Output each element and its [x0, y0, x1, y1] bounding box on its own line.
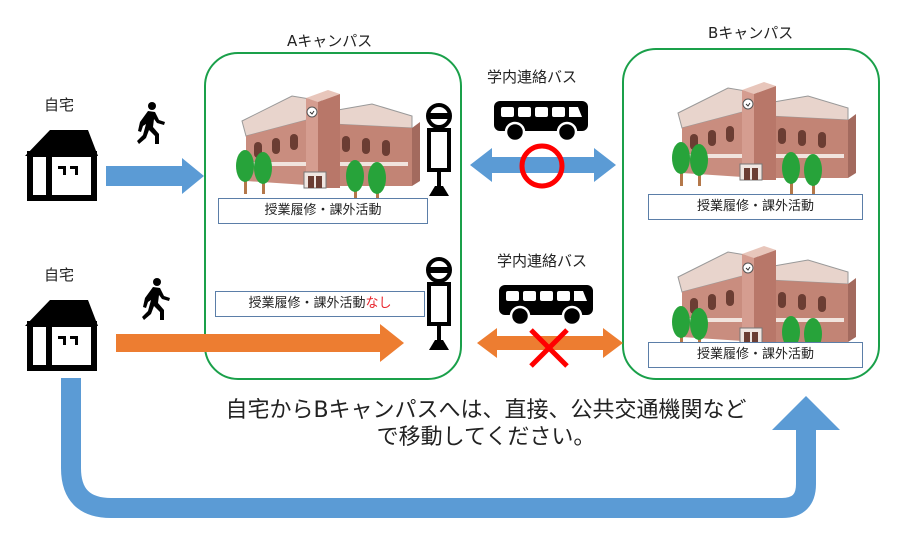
campus-building-icon — [671, 81, 857, 197]
campus-a-title: Aキャンパス — [287, 32, 373, 50]
campus-b-activity-box-top: 授業履修・課外活動 — [648, 194, 863, 220]
bus-icon — [492, 99, 590, 143]
bus-icon — [497, 283, 595, 327]
home-to-campus-a-arrow — [106, 158, 204, 194]
home-label-bottom: 自宅 — [44, 266, 75, 284]
shuttle-label-top: 学内連絡バス — [487, 68, 578, 86]
shuttle-two-way-arrow-unavailable — [477, 328, 623, 358]
home-label-top: 自宅 — [44, 96, 75, 114]
walking-person-icon — [137, 102, 165, 144]
campus-b-activity-box-bottom: 授業履修・課外活動 — [648, 342, 863, 368]
unavailable-cross-icon — [529, 328, 569, 368]
activity-none-text: なし — [365, 296, 392, 311]
campus-a-activity-none-box: 授業履修・課外活動なし — [215, 291, 425, 317]
walking-person-icon — [142, 278, 170, 320]
campus-b-title: Bキャンパス — [708, 24, 794, 42]
home-to-bus-stop-arrow — [116, 324, 404, 362]
shuttle-label-bottom: 学内連絡バス — [497, 252, 588, 270]
home-icon — [22, 126, 102, 198]
home-icon — [22, 296, 102, 368]
campus-building-icon — [235, 89, 421, 205]
available-circle-icon — [519, 143, 565, 189]
campus-a-area — [204, 52, 462, 380]
bus-stop-icon — [425, 103, 453, 198]
campus-b-area — [622, 48, 880, 380]
shuttle-two-way-arrow-available — [470, 148, 616, 182]
activity-text: 授業履修・課外活動 — [248, 296, 366, 311]
instruction-line-2: で移動してください。 — [376, 425, 596, 450]
instruction-line-1: 自宅からBキャンパスへは、直接、公共交通機関など — [225, 398, 747, 423]
campus-a-activity-box: 授業履修・課外活動 — [218, 198, 428, 224]
bus-stop-icon — [425, 257, 453, 352]
instruction-note: 自宅からBキャンパスへは、直接、公共交通機関など で移動してください。 — [196, 397, 776, 451]
